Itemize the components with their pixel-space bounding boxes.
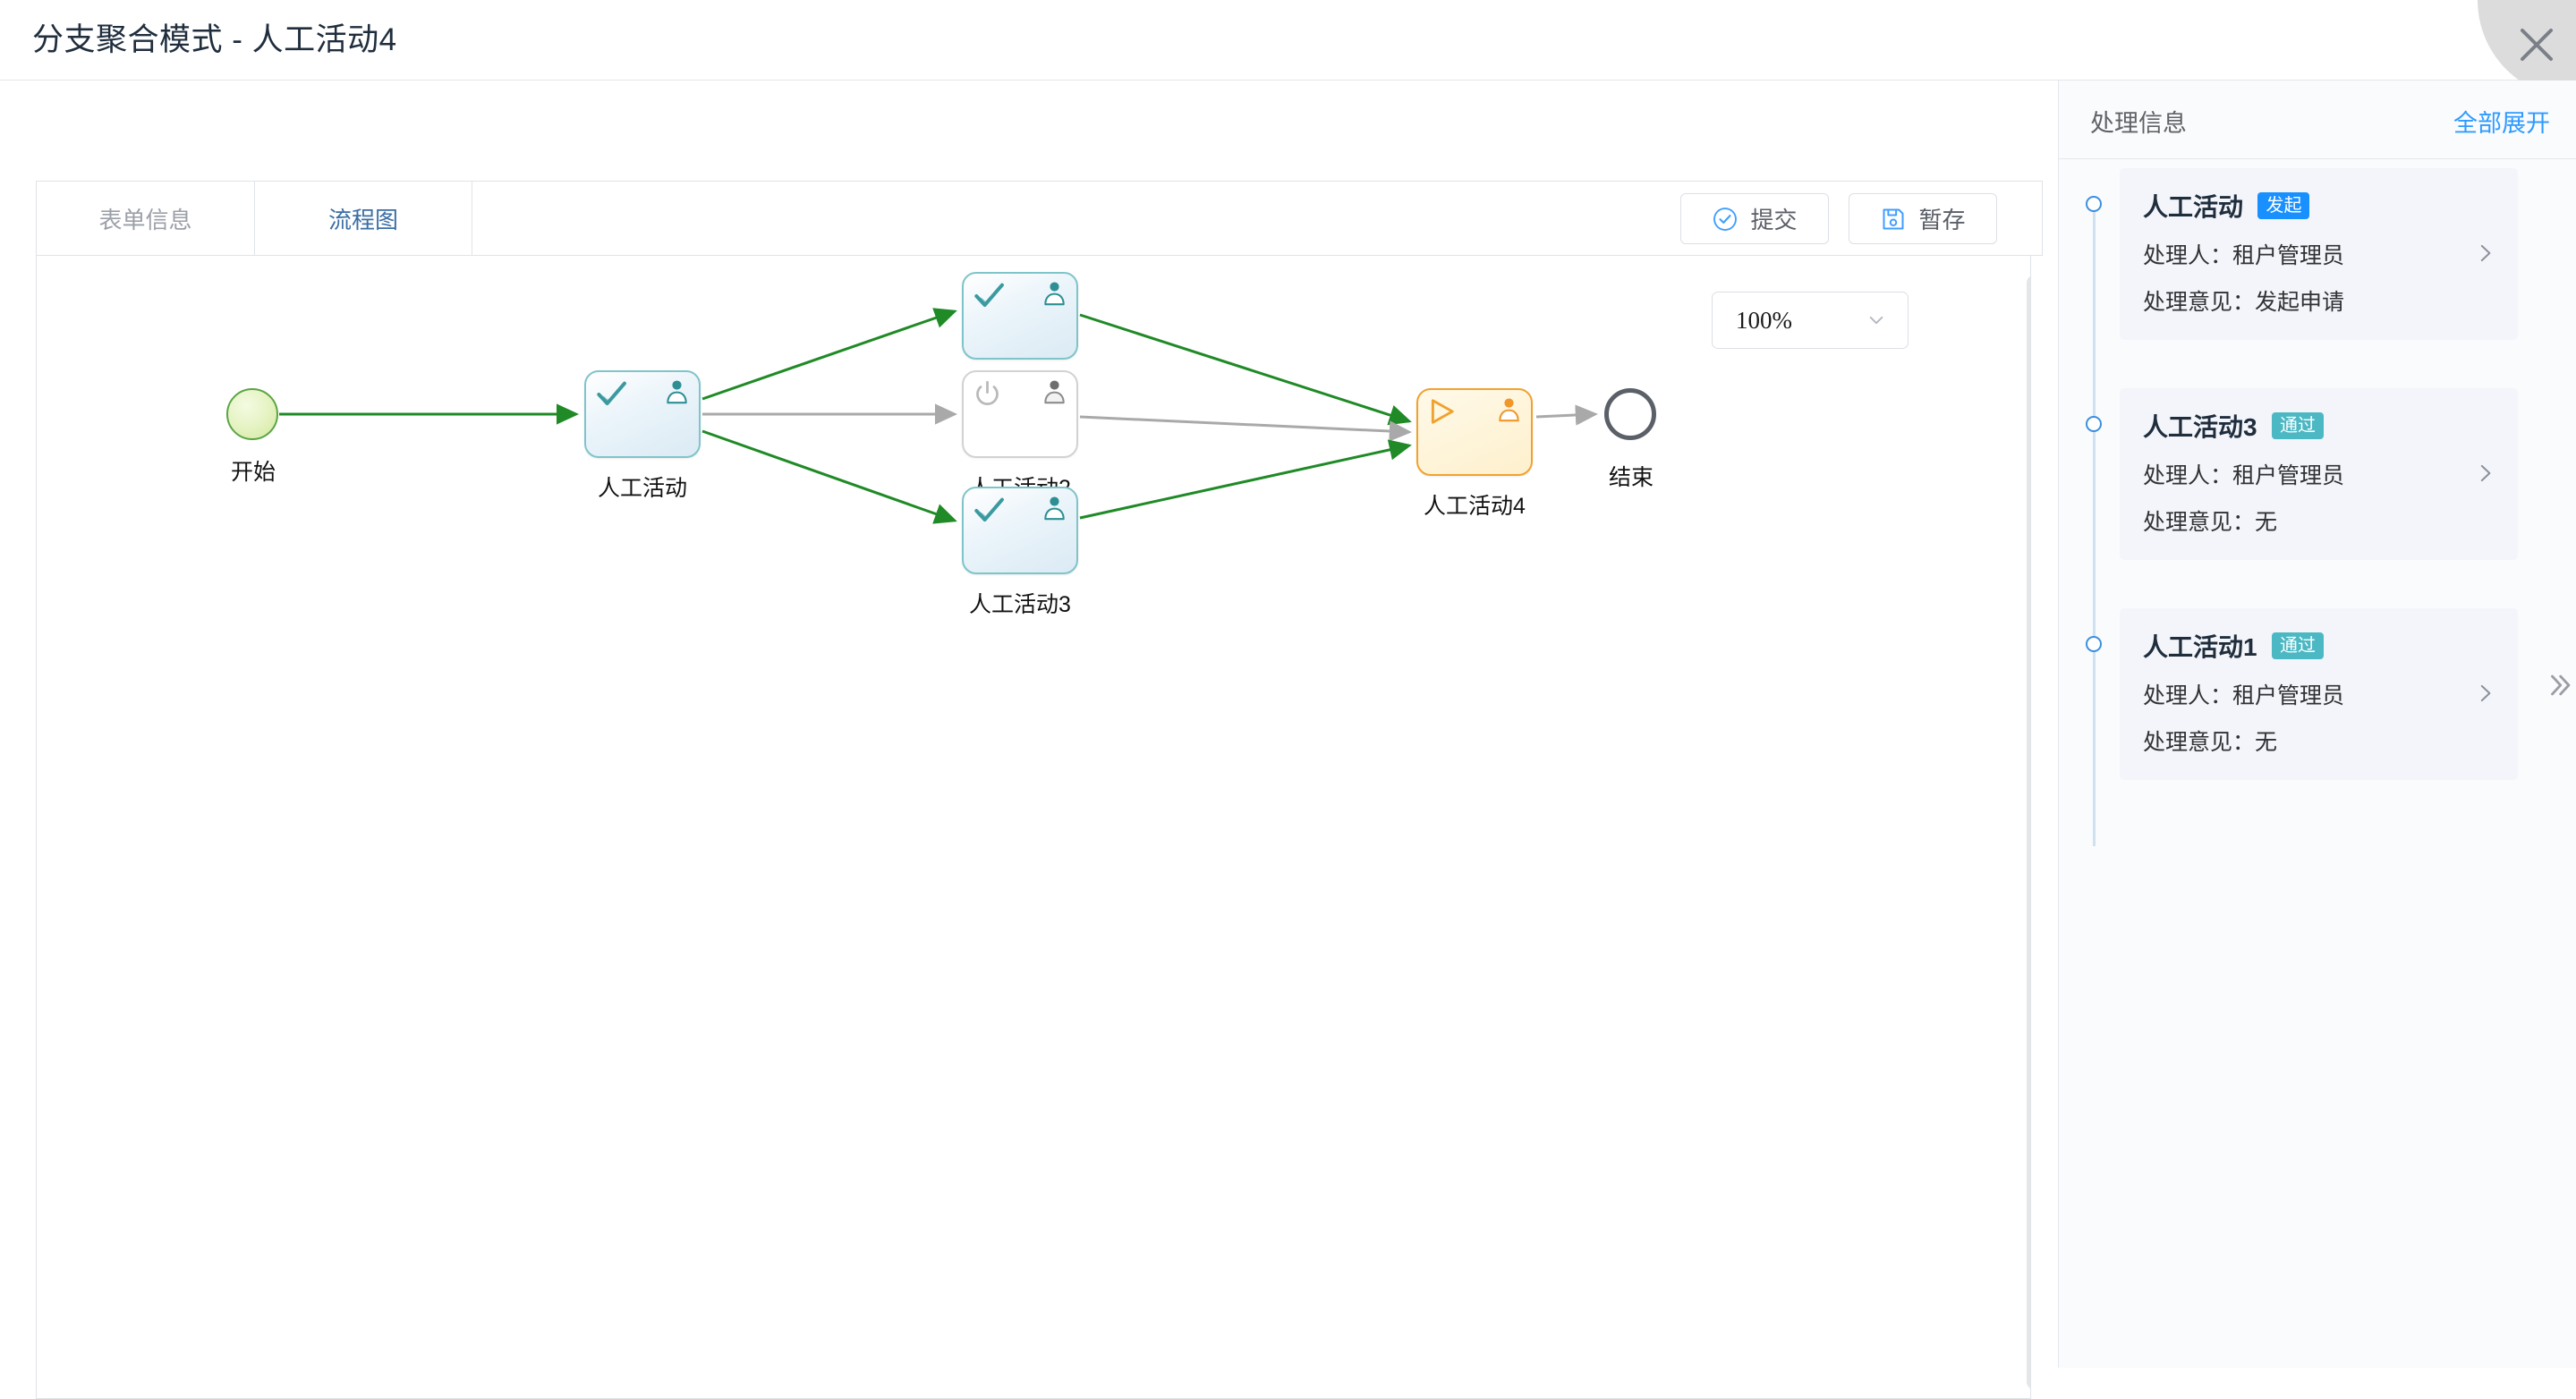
chevron-right-icon[interactable] <box>2473 242 2496 265</box>
process-card[interactable]: 人工活动 发起 处理人：租户管理员 处理意见：发起申请 <box>2120 168 2518 340</box>
opinion-label: 处理意见： <box>2143 730 2256 755</box>
chevron-right-icon[interactable] <box>2473 462 2496 485</box>
handler-value: 租户管理员 <box>2232 463 2345 488</box>
flow-edges <box>279 308 1598 524</box>
user-icon <box>1044 496 1065 521</box>
opinion-label: 处理意见： <box>2143 510 2256 535</box>
timeline-dot <box>2086 196 2102 212</box>
canvas-vertical-scrollbar[interactable] <box>2027 276 2030 1389</box>
tab-flow-chart[interactable]: 流程图 <box>254 181 472 256</box>
save-draft-button-label: 暂存 <box>1918 207 1966 233</box>
process-card-heading: 人工活动 发起 <box>2143 188 2495 224</box>
user-icon <box>1499 398 1519 422</box>
circle-check-icon <box>1713 207 1738 231</box>
process-card[interactable]: 人工活动1 通过 处理人：租户管理员 处理意见：无 <box>2120 608 2518 780</box>
timeline-dot <box>2086 416 2102 432</box>
power-icon <box>976 380 999 406</box>
submit-button[interactable]: 提交 <box>1680 193 1829 244</box>
play-icon <box>1431 399 1454 424</box>
process-card-opinion: 处理意见：无 <box>2143 725 2495 757</box>
process-card[interactable]: 人工活动3 通过 处理人：租户管理员 处理意见：无 <box>2120 388 2518 560</box>
opinion-value: 发起申请 <box>2255 290 2345 315</box>
flow-node-t0[interactable] <box>584 370 701 458</box>
handler-label: 处理人： <box>2143 243 2233 268</box>
flow-pane: 表单信息 流程图 提交 <box>0 81 2058 1399</box>
handler-label: 处理人： <box>2143 683 2233 708</box>
flow-node-start[interactable] <box>226 388 278 440</box>
flow-node-end[interactable] <box>1604 388 1656 440</box>
process-info-panel: 处理信息 全部展开 人工活动 发起 处理人：租户管理员 <box>2058 81 2576 1368</box>
user-icon <box>1044 282 1065 306</box>
flow-node-t4-label: 人工活动4 <box>1424 494 1526 519</box>
opinion-value: 无 <box>2255 510 2278 535</box>
flow-diagram: 开始 人工活动 <box>37 256 2030 1398</box>
check-icon <box>974 497 1004 522</box>
page-title: 分支聚合模式 - 人工活动4 <box>32 22 397 57</box>
timeline-dot <box>2086 636 2102 652</box>
collapse-panel-handle[interactable] <box>2544 660 2576 710</box>
flow-node-t3[interactable] <box>962 487 1078 574</box>
process-card-handler: 处理人：租户管理员 <box>2143 458 2495 490</box>
flow-canvas[interactable]: 开始 人工活动 <box>36 256 2031 1399</box>
flow-node-t1[interactable] <box>962 272 1078 360</box>
process-info-title: 处理信息 <box>2090 110 2187 137</box>
process-card-title: 人工活动1 <box>2143 633 2257 661</box>
process-info-header: 处理信息 全部展开 <box>2059 81 2576 159</box>
process-card-title: 人工活动3 <box>2143 413 2257 441</box>
handler-label: 处理人： <box>2143 463 2233 488</box>
chevron-right-icon[interactable] <box>2473 682 2496 705</box>
flow-node-t3-label: 人工活动3 <box>969 592 1071 617</box>
status-badge: 通过 <box>2272 412 2325 439</box>
timeline-connector <box>2093 676 2096 846</box>
check-icon <box>974 283 1004 308</box>
tab-flow-chart-label: 流程图 <box>327 206 398 233</box>
flow-node-t2[interactable] <box>962 370 1078 458</box>
flow-node-t4[interactable] <box>1416 388 1533 476</box>
tab-form-info[interactable]: 表单信息 <box>36 181 254 256</box>
flow-node-end-label: 结束 <box>1608 465 1654 490</box>
submit-button-label: 提交 <box>1750 207 1798 233</box>
timeline-connector <box>2093 462 2096 676</box>
floppy-save-icon <box>1883 208 1904 229</box>
double-chevron-right-icon <box>2551 674 2571 696</box>
status-badge: 通过 <box>2272 632 2325 659</box>
process-card-handler: 处理人：租户管理员 <box>2143 678 2495 710</box>
zoom-select[interactable]: 100% <box>1712 292 1909 349</box>
status-badge: 发起 <box>2257 192 2310 219</box>
close-icon <box>2521 29 2553 61</box>
tab-form-info-label: 表单信息 <box>98 206 192 233</box>
tab-bar: 表单信息 流程图 提交 <box>36 181 2043 256</box>
action-buttons: 提交 暂存 <box>1680 193 1997 244</box>
process-card-heading: 人工活动1 通过 <box>2143 628 2495 664</box>
user-icon <box>667 380 687 404</box>
zoom-select-value: 100% <box>1736 306 1792 334</box>
opinion-label: 处理意见： <box>2143 290 2256 315</box>
process-card-opinion: 处理意见：无 <box>2143 504 2495 537</box>
process-timeline: 人工活动 发起 处理人：租户管理员 处理意见：发起申请 <box>2059 159 2576 1368</box>
flow-node-t0-label: 人工活动 <box>597 476 687 501</box>
save-draft-button[interactable]: 暂存 <box>1849 193 1997 244</box>
process-card-heading: 人工活动3 通过 <box>2143 408 2495 444</box>
check-icon <box>597 381 626 406</box>
timeline-connector <box>2093 202 2096 462</box>
process-card-title: 人工活动 <box>2143 193 2244 221</box>
process-card-handler: 处理人：租户管理员 <box>2143 238 2495 270</box>
opinion-value: 无 <box>2255 730 2278 755</box>
flow-node-start-label: 开始 <box>230 460 276 485</box>
user-icon <box>1044 380 1065 404</box>
handler-value: 租户管理员 <box>2232 243 2345 268</box>
title-bar: 分支聚合模式 - 人工活动4 <box>0 0 2576 98</box>
expand-all-button[interactable]: 全部展开 <box>2453 110 2550 137</box>
process-card-opinion: 处理意见：发起申请 <box>2143 284 2495 317</box>
chevron-down-icon <box>1869 316 1883 325</box>
handler-value: 租户管理员 <box>2232 683 2345 708</box>
